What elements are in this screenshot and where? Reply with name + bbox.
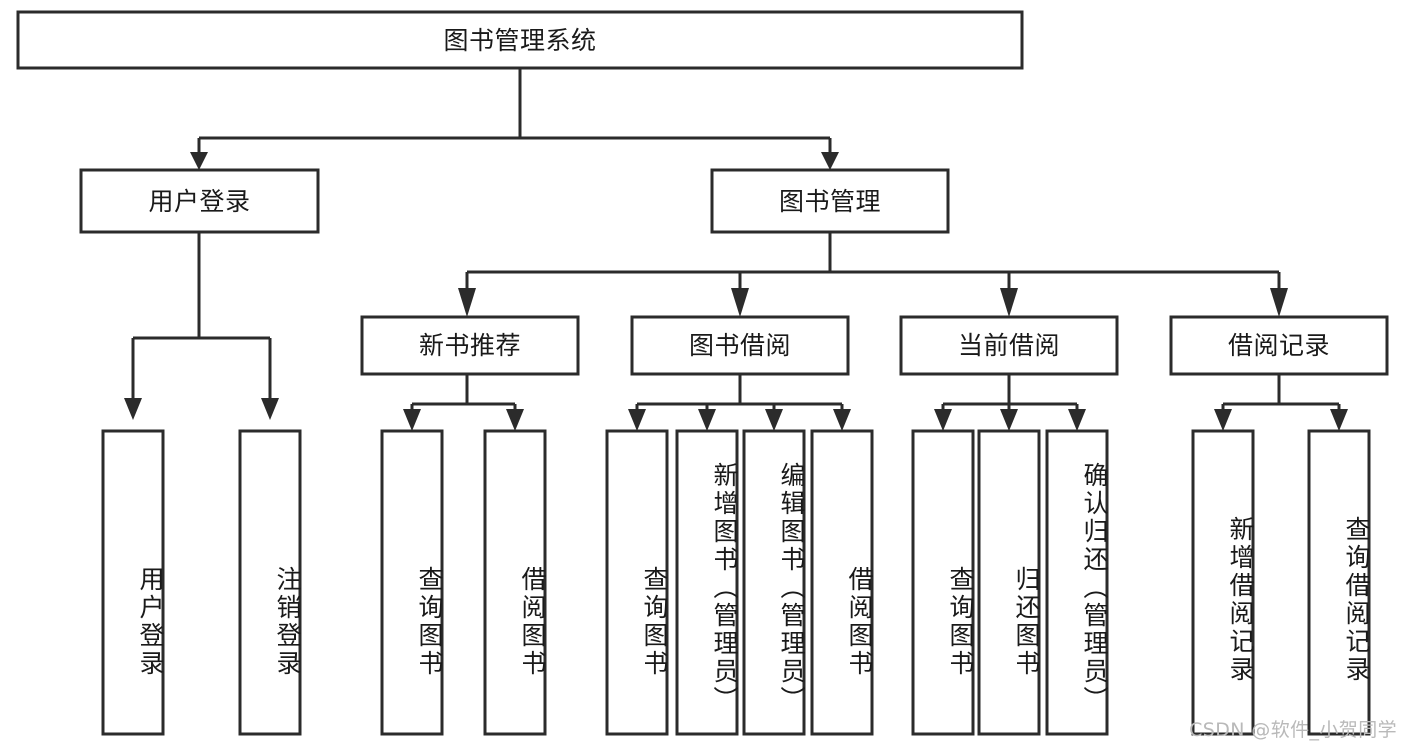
- node-box-borrow-record[interactable]: [1169, 315, 1389, 376]
- connector-book-manage-bus: [465, 232, 1281, 288]
- node-box-new-book-rec[interactable]: [360, 315, 580, 376]
- arrow-to-leaf-query-book-1: [403, 409, 421, 431]
- node-box-leaf-query-book-2[interactable]: [605, 429, 669, 736]
- arrow-to-borrow-record: [1270, 288, 1288, 317]
- node-box-user-login[interactable]: [79, 168, 320, 234]
- node-box-leaf-add-book[interactable]: [675, 429, 739, 736]
- node-box-leaf-confirm-return[interactable]: [1045, 429, 1109, 736]
- arrow-to-leaf-borrow-book-2: [833, 409, 851, 431]
- node-box-leaf-add-record[interactable]: [1191, 429, 1255, 736]
- arrow-to-book-borrow: [731, 288, 749, 317]
- arrow-to-leaf-query-book-3: [934, 409, 952, 431]
- connector-current-borrow-bus: [941, 374, 1079, 412]
- arrow-to-leaf-return-book: [1000, 409, 1018, 431]
- node-box-leaf-query-record[interactable]: [1307, 429, 1371, 736]
- arrow-to-new-book-rec: [458, 288, 476, 317]
- node-box-leaf-return-book[interactable]: [977, 429, 1041, 736]
- connector-book-borrow-bus: [635, 374, 844, 412]
- arrow-to-book-manage: [821, 152, 839, 170]
- node-box-leaf-query-book-1[interactable]: [380, 429, 444, 736]
- arrow-to-leaf-edit-book: [765, 409, 783, 431]
- arrow-to-user-login: [190, 152, 208, 170]
- node-box-leaf-edit-book[interactable]: [742, 429, 806, 736]
- arrow-to-leaf-add-record: [1214, 409, 1232, 431]
- arrow-to-leaf-user-login: [124, 398, 142, 420]
- node-box-root[interactable]: [16, 10, 1024, 70]
- node-box-leaf-user-login[interactable]: [101, 429, 165, 736]
- connector-borrow-record-bus: [1221, 374, 1341, 412]
- connector-root-bus: [197, 68, 832, 152]
- node-box-leaf-query-book-3[interactable]: [911, 429, 975, 736]
- node-box-leaf-user-logout[interactable]: [238, 429, 302, 736]
- node-box-book-borrow[interactable]: [630, 315, 850, 376]
- connector-new-book-rec-bus: [410, 374, 517, 412]
- connector-layer: [124, 68, 1348, 431]
- arrow-to-leaf-add-book: [698, 409, 716, 431]
- arrow-to-leaf-confirm-return: [1068, 409, 1086, 431]
- arrow-to-leaf-query-book-2: [628, 409, 646, 431]
- node-box-current-borrow[interactable]: [899, 315, 1119, 376]
- arrow-to-current-borrow: [1000, 288, 1018, 317]
- arrow-to-leaf-borrow-book-1: [506, 409, 524, 431]
- node-box-layer: [16, 10, 1389, 736]
- node-box-leaf-borrow-book-1[interactable]: [483, 429, 547, 736]
- arrow-to-leaf-user-logout: [261, 398, 279, 420]
- arrow-to-leaf-query-record: [1330, 409, 1348, 431]
- connector-user-login-bus: [131, 232, 272, 398]
- node-box-book-manage[interactable]: [710, 168, 950, 234]
- node-box-leaf-borrow-book-2[interactable]: [810, 429, 874, 736]
